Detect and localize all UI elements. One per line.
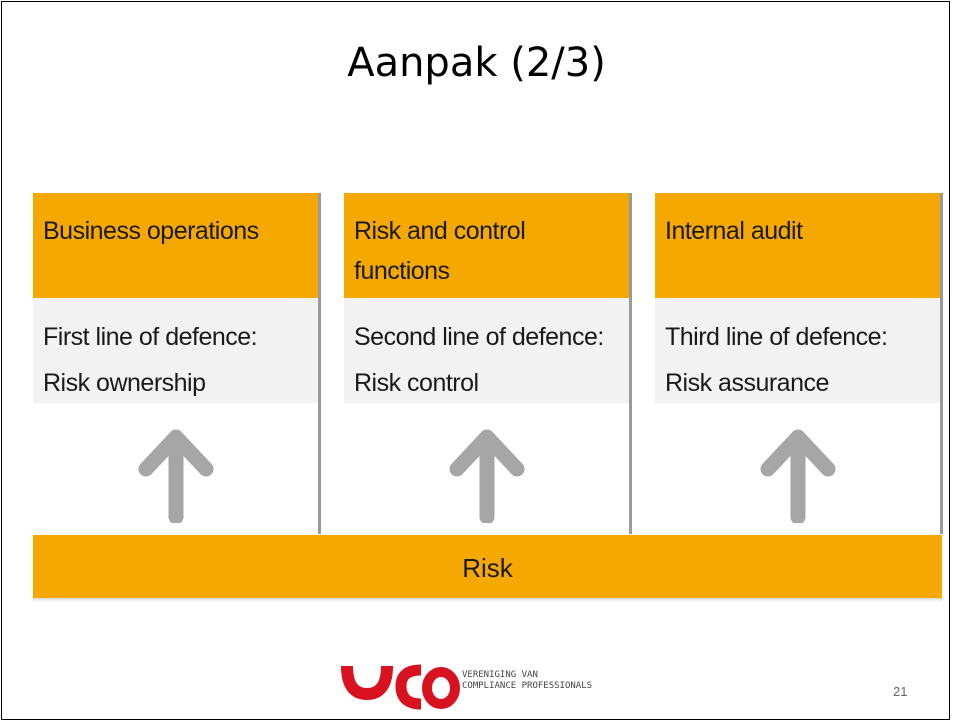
arrow-area — [33, 403, 318, 534]
line-of-defence-panel: Second line of defence: Risk control — [344, 298, 629, 403]
arrow-up-icon — [449, 429, 524, 523]
logo-text: VERENIGING VAN COMPLIANCE PROFESSIONALS — [462, 670, 592, 692]
line-of-defence-role: Risk control — [354, 369, 479, 397]
logo-text-line1: VERENIGING VAN — [462, 670, 538, 680]
line-of-defence-label: Second line of defence: — [354, 323, 604, 351]
column-header: Internal audit — [655, 193, 940, 298]
line-of-defence-panel: First line of defence: Risk ownership — [33, 298, 318, 403]
slide-title: Aanpak (2/3) — [347, 40, 606, 86]
column-header: Risk and control functions — [344, 193, 629, 298]
line-of-defence-panel: Third line of defence: Risk assurance — [655, 298, 940, 403]
risk-bar-shadow — [33, 598, 942, 602]
column-internal-audit: Internal audit Third line of defence: Ri… — [655, 193, 943, 534]
arrow-up-icon — [760, 429, 835, 523]
column-risk-control-functions: Risk and control functions Second line o… — [344, 193, 632, 534]
logo-text-line2: COMPLIANCE PROFESSIONALS — [462, 681, 593, 691]
line-of-defence-role: Risk assurance — [665, 369, 829, 397]
arrow-area — [344, 403, 629, 534]
vcp-logo — [341, 664, 460, 710]
arrow-area — [655, 403, 940, 534]
arrow-up-icon — [138, 429, 213, 523]
line-of-defence-label: Third line of defence: — [665, 323, 888, 351]
risk-bar: Risk — [33, 535, 942, 601]
line-of-defence-role: Risk ownership — [43, 369, 206, 397]
line-of-defence-label: First line of defence: — [43, 323, 258, 351]
column-business-operations: Business operations First line of defenc… — [33, 193, 321, 534]
column-header-text: Risk and control functions — [354, 217, 526, 285]
page-number: 21 — [893, 684, 908, 699]
column-header: Business operations — [33, 193, 318, 298]
